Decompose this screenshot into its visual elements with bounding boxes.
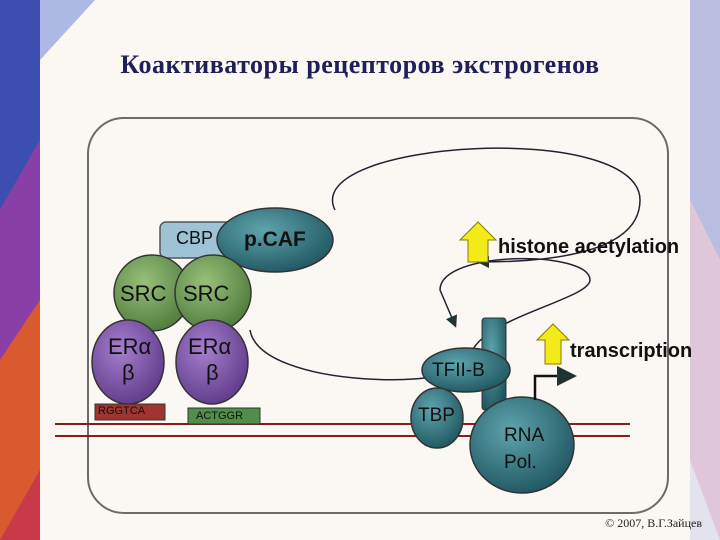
- up-arrow-icon: [535, 323, 571, 365]
- rna-pol-label-line1: RNA: [504, 425, 545, 446]
- rna-pol-label-line2: Pol.: [504, 452, 537, 473]
- tfiib-ellipse: [421, 347, 511, 393]
- pcaf-ellipse: [216, 207, 334, 273]
- tbp-label: TBP: [418, 405, 455, 426]
- er-right-beta-label: β: [206, 360, 219, 385]
- loop-arrow-to-tfiib: [249, 257, 591, 381]
- up-arrow-icon: [458, 221, 498, 263]
- dna-box-right: [187, 407, 261, 425]
- tbp-ellipse: [410, 387, 464, 449]
- copyright-text: © 2007, В.Г.Зайцев: [605, 516, 702, 530]
- tfiib-label: TFII-B: [432, 360, 485, 381]
- dna-element-right-label: ACTGGR: [196, 410, 244, 422]
- dna-box-left: [94, 403, 166, 421]
- er-right-label: ERα: [188, 334, 232, 359]
- loop-arrow-to-histone: [331, 147, 641, 268]
- src-left-label: SRC: [120, 281, 167, 306]
- nucleus-frame: [87, 117, 669, 514]
- er-left-label: ERα: [108, 334, 152, 359]
- er-right: [175, 319, 249, 405]
- page-title: Коактиваторы рецепторов экстрогенов: [120, 50, 600, 79]
- transcription-start-icon: [533, 366, 577, 400]
- rna-pol-ellipse: [469, 396, 575, 494]
- cbp-label: CBP: [176, 228, 214, 248]
- dna-element-left-label: RGGTCA: [98, 405, 146, 417]
- decorative-right-border: [690, 0, 720, 540]
- transcription-label: transcription: [570, 340, 693, 362]
- src-right-label: SRC: [183, 281, 230, 306]
- er-left-beta-label: β: [122, 360, 135, 385]
- decorative-left-border: [0, 0, 95, 540]
- pcaf-label: p.CAF: [244, 228, 306, 251]
- histone-acetylation-label: histone acetylation: [498, 236, 680, 258]
